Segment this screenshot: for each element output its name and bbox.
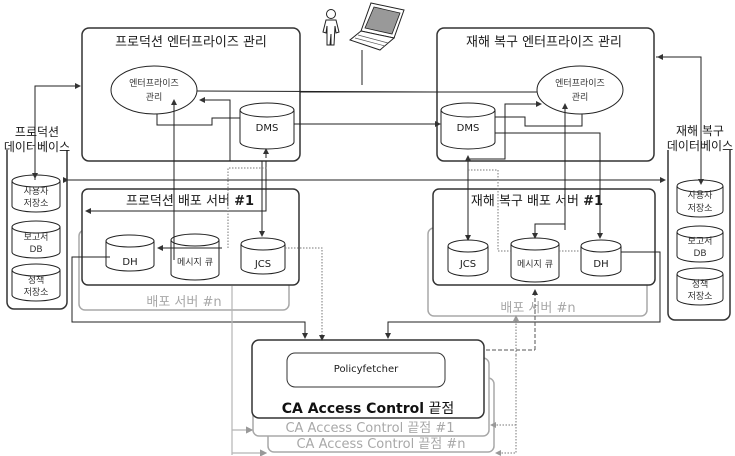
svg-text:메시지 큐: 메시지 큐 (177, 257, 213, 268)
svg-text:DB: DB (693, 249, 706, 259)
endpoint-title: CA Access Control 끝점 (282, 401, 455, 417)
dr-enterprise-title: 재해 복구 엔터프라이즈 관리 (466, 35, 622, 50)
svg-text:보고서: 보고서 (688, 236, 713, 247)
dr-dms-cylinder: DMS (440, 102, 496, 150)
dh-cylinder: DH (105, 234, 155, 272)
db-title: 재해 복구 (676, 124, 724, 138)
server-n-label: 배포 서버 #n (500, 301, 575, 316)
svg-text:JCS: JCS (459, 259, 476, 270)
dh-cylinder: DH (580, 239, 622, 277)
dms-label: DMS (457, 123, 480, 134)
report-db-cylinder: 보고서 DB (11, 220, 61, 259)
svg-text:정책: 정책 (28, 274, 45, 286)
db-title: 데이터베이스 (4, 140, 70, 154)
laptop-icon (348, 2, 405, 85)
production-distribution-server-1: 프로덕션 배포 서버 #1 DH 메시지 큐 JCS (81, 188, 300, 286)
jcs-cylinder: JCS (447, 239, 489, 277)
jcs-cylinder: JCS (240, 237, 286, 275)
policyfetcher-box (286, 352, 446, 388)
production-enterprise-management: 프로덕션 엔터프라이즈 관리 엔터프라이즈 관리 DMS (81, 27, 301, 162)
production-distribution-title: 프로덕션 배포 서버 #1 (126, 194, 254, 209)
ellipse-label: 엔터프라이즈 (555, 78, 605, 89)
ellipse-label: 관리 (146, 92, 163, 103)
svg-text:사용자: 사용자 (24, 186, 50, 197)
svg-text:JCS: JCS (254, 259, 271, 270)
svg-text:저장소: 저장소 (24, 287, 49, 298)
svg-text:CA Access Control 끝점 #n: CA Access Control 끝점 #n (296, 437, 465, 452)
ca-access-control-endpoint: Policyfetcher CA Access Control 끝점 (251, 339, 485, 419)
db-title: 프로덕션 (15, 125, 59, 139)
svg-text:DH: DH (593, 259, 608, 270)
dr-distribution-title: 재해 복구 배포 서버 #1 (471, 194, 603, 209)
svg-text:DH: DH (122, 257, 137, 268)
server-n-label: 배포 서버 #n (146, 295, 221, 310)
svg-text:저장소: 저장소 (688, 203, 713, 214)
svg-text:사용자: 사용자 (688, 190, 714, 201)
policy-store-cylinder: 정책 저장소 (676, 267, 724, 306)
svg-text:보고서: 보고서 (24, 232, 49, 243)
production-dms-cylinder: DMS (239, 102, 295, 150)
user-icon (322, 9, 340, 46)
svg-text:CA Access Control 끝점 #1: CA Access Control 끝점 #1 (285, 421, 454, 436)
dr-database: 재해 복구 데이터베이스 사용자 저장소 보고서 DB 정책 저장소 (664, 124, 735, 321)
report-db-cylinder: 보고서 DB (676, 225, 724, 263)
ellipse-label: 엔터프라이즈 (129, 78, 179, 89)
dr-enterprise-mgmt-ellipse (536, 65, 624, 115)
svg-text:메시지 큐: 메시지 큐 (517, 259, 553, 270)
dr-distribution-server-1: 재해 복구 배포 서버 #1 JCS 메시지 큐 DH (432, 188, 656, 286)
svg-text:DB: DB (29, 245, 42, 255)
ellipse-label: 관리 (572, 92, 589, 103)
policy-store-cylinder: 정책 저장소 (11, 263, 61, 302)
svg-text:저장소: 저장소 (688, 291, 713, 302)
dms-label: DMS (256, 123, 279, 134)
db-title: 데이터베이스 (667, 139, 733, 153)
production-database: 프로덕션 데이터베이스 사용자 저장소 보고서 DB 정책 저장소 (0, 125, 80, 310)
user-store-cylinder: 사용자 저장소 (676, 179, 724, 218)
user-store-cylinder: 사용자 저장소 (11, 174, 61, 213)
production-enterprise-mgmt-ellipse (110, 65, 198, 115)
svg-text:정책: 정책 (692, 278, 709, 290)
policyfetcher-label: Policyfetcher (334, 364, 399, 375)
production-enterprise-title: 프로덕션 엔터프라이즈 관리 (115, 35, 267, 50)
message-queue-cylinder: 메시지 큐 (170, 233, 220, 281)
dr-enterprise-management: 재해 복구 엔터프라이즈 관리 엔터프라이즈 관리 DMS (436, 27, 655, 162)
svg-text:저장소: 저장소 (24, 198, 49, 209)
message-queue-cylinder: 메시지 큐 (510, 237, 560, 283)
connectors (32, 54, 704, 456)
